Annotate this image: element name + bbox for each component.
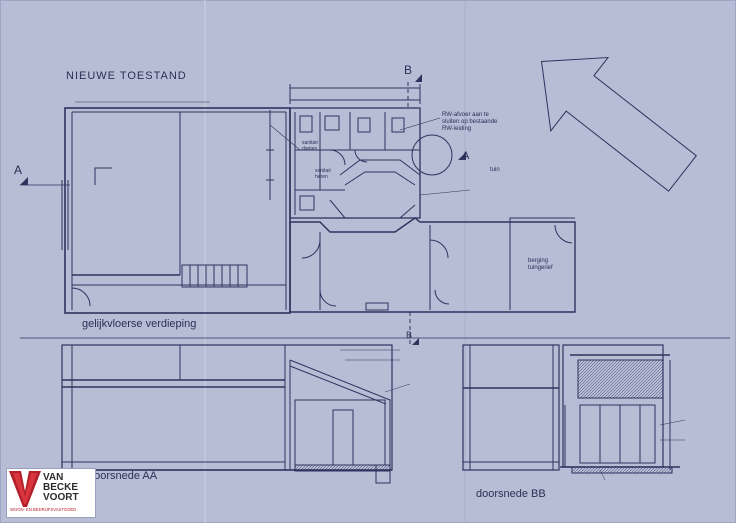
floor-plan [20, 56, 698, 345]
section-marker-a-right: A [462, 150, 470, 162]
logo-line3: VOORT [43, 492, 79, 503]
room-sanitair-dames-line1: sanitair [302, 140, 319, 146]
logo-line2: BECKE [43, 482, 79, 493]
company-logo: VAN BECKE VOORT WOON- EN BEDRIJFSVASTGOE… [6, 468, 96, 518]
room-sanitair-dames: sanitair dames [302, 140, 318, 152]
room-sanitair-heren-line1: sanitair [315, 168, 332, 174]
section-aa-label: doorsnede AA [88, 470, 158, 482]
rw-note-line3: RW-leiding [442, 126, 472, 132]
section-aa-drawing [61, 344, 411, 484]
room-berging: berging tuingerief [528, 258, 553, 272]
section-bb-drawing [462, 344, 686, 481]
section-marker-b-bottom: B [406, 330, 413, 340]
rw-note: RW-afvoer aan te sluiten op bestaande RW… [442, 112, 497, 133]
rw-note-line2: sluiten op bestaande [442, 119, 498, 125]
rw-note-line1: RW-afvoer aan te [442, 112, 489, 118]
room-sanitair-heren: sanitair heren [315, 168, 331, 180]
section-bb-label: doorsnede BB [476, 488, 546, 500]
logo-line1: VAN [43, 472, 64, 483]
logo-tagline: WOON- EN BEDRIJFSVASTGOED [10, 507, 77, 512]
room-berging-line2: tuingerief [528, 265, 553, 271]
drawing-title: NIEUWE TOESTAND [66, 70, 187, 82]
section-arrow-b-bottom [412, 338, 419, 345]
room-sanitair-heren-line2: heren [315, 174, 328, 180]
floor-label: gelijkvloerse verdieping [82, 318, 197, 330]
section-arrow-a-left [20, 177, 28, 185]
section-marker-b-top: B [404, 63, 413, 77]
section-arrow-a-right [458, 152, 466, 160]
logo-v-mark [9, 471, 41, 507]
room-sanitair-dames-line2: dames [302, 146, 318, 152]
room-tuin: tuin [490, 167, 500, 173]
section-arrow-b-top [415, 74, 422, 82]
room-berging-line1: berging [528, 258, 549, 264]
section-marker-a-left: A [14, 163, 23, 177]
